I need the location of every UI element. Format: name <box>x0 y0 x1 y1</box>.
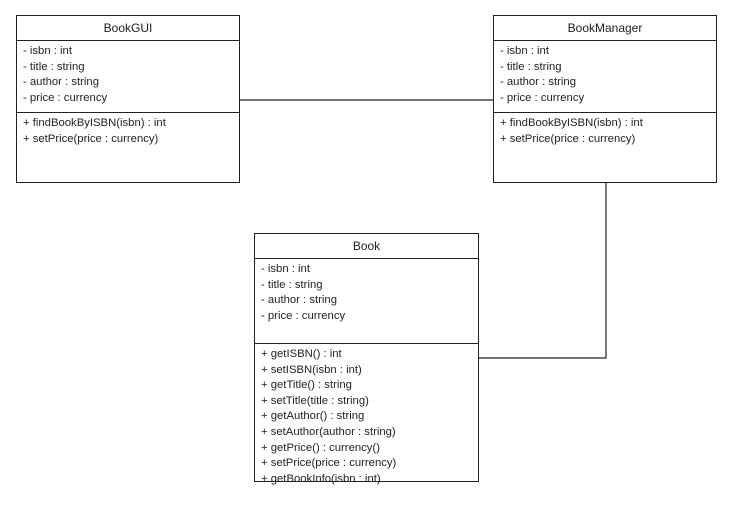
class-bookgui[interactable]: BookGUI - isbn : int - title : string - … <box>16 15 240 183</box>
attributes-section: - isbn : int - title : string - author :… <box>17 41 239 113</box>
attribute-row: - author : string <box>261 294 337 307</box>
attributes-section: - isbn : int - title : string - author :… <box>494 41 716 113</box>
attribute-row: - title : string <box>500 60 562 73</box>
method-row: + setTitle(title : string) <box>261 394 369 407</box>
method-row: + setPrice(price : currency) <box>23 132 159 145</box>
method-row: + setAuthor(author : string) <box>261 425 396 438</box>
class-bookmanager[interactable]: BookManager - isbn : int - title : strin… <box>493 15 717 183</box>
attribute-row: - author : string <box>500 76 576 89</box>
attribute-row: - price : currency <box>261 309 346 322</box>
attribute-row: - title : string <box>261 278 323 291</box>
method-row: + getPrice() : currency() <box>261 441 380 454</box>
attributes-section: - isbn : int - title : string - author :… <box>255 259 478 344</box>
association-bookmanager-book <box>478 183 607 359</box>
methods-section: + getISBN() : int + setISBN(isbn : int) … <box>255 344 478 491</box>
methods-section: + findBookByISBN(isbn) : int + setPrice(… <box>17 113 239 151</box>
attribute-row: - price : currency <box>23 91 108 104</box>
class-book[interactable]: Book - isbn : int - title : string - aut… <box>254 233 479 485</box>
attribute-row: - isbn : int <box>500 45 549 57</box>
attribute-row: - price : currency <box>500 91 585 104</box>
method-row: + setPrice(price : currency) <box>261 457 397 470</box>
class-name: BookGUI <box>17 16 239 41</box>
attribute-row: - isbn : int <box>261 263 310 275</box>
method-row: + getISBN() : int <box>261 348 342 360</box>
class-name: Book <box>255 234 478 259</box>
method-row: + findBookByISBN(isbn) : int <box>23 117 166 129</box>
methods-section: + findBookByISBN(isbn) : int + setPrice(… <box>494 113 716 151</box>
method-row: + setPrice(price : currency) <box>500 132 636 145</box>
method-row: + getAuthor() : string <box>261 410 365 423</box>
method-row: + getTitle() : string <box>261 379 352 392</box>
class-name: BookManager <box>494 16 716 41</box>
attribute-row: - author : string <box>23 76 99 89</box>
method-row: + getBookInfo(isbn : int) <box>261 472 381 485</box>
method-row: + setISBN(isbn : int) <box>261 363 362 376</box>
method-row: + findBookByISBN(isbn) : int <box>500 117 643 129</box>
attribute-row: - isbn : int <box>23 45 72 57</box>
attribute-row: - title : string <box>23 60 85 73</box>
